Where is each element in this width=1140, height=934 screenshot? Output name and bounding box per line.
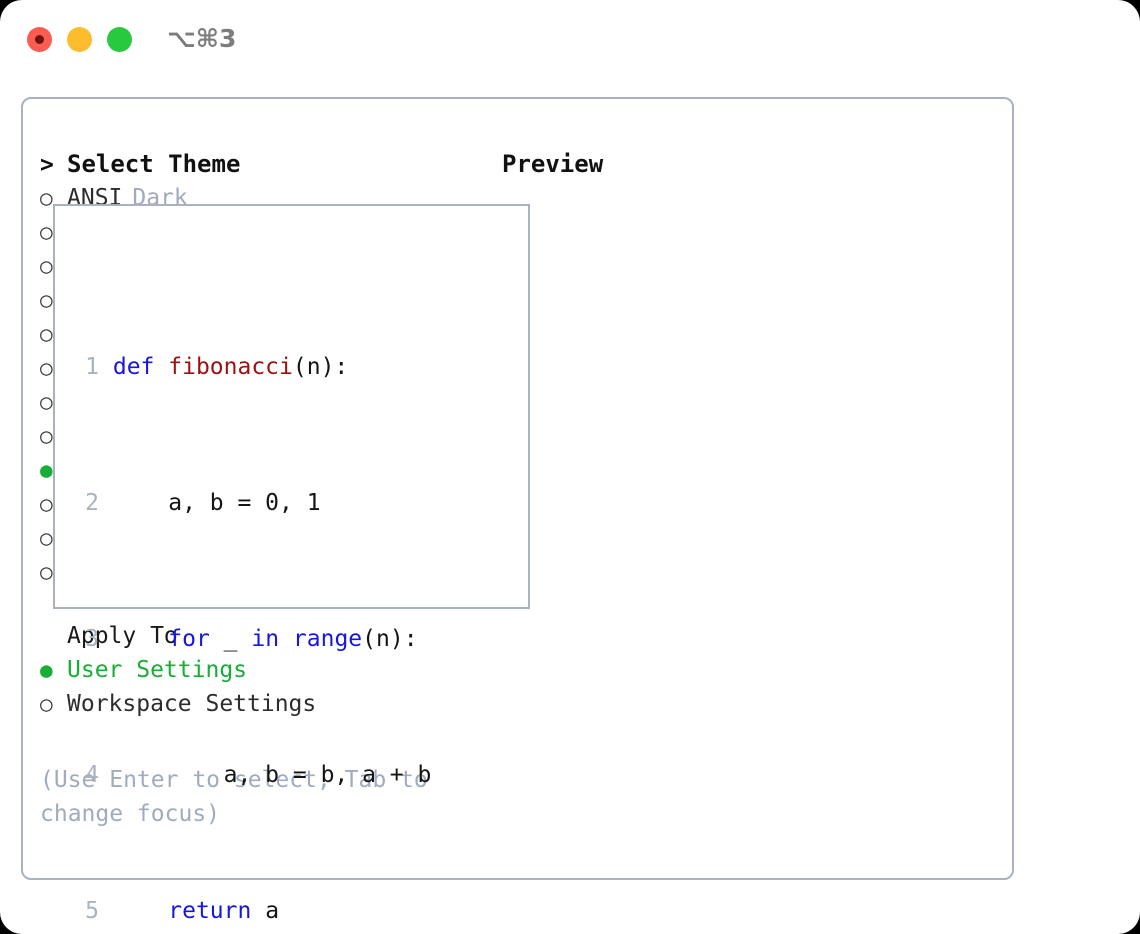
radio-unselected-icon: ○	[40, 220, 53, 244]
apply-to-option-label: Workspace Settings	[67, 691, 317, 717]
code-token	[113, 626, 168, 652]
radio-selected-icon: ●	[40, 658, 53, 682]
line-number: 3	[85, 626, 99, 652]
code-token	[279, 626, 293, 652]
radio-unselected-icon: ○	[40, 356, 53, 380]
apply-to-option-label: User Settings	[67, 657, 248, 683]
keyboard-hint-text: (Use Enter to select, Tab to change focu…	[40, 767, 428, 827]
code-line: 3 for _ in range(n):	[71, 622, 459, 656]
code-token: in	[251, 626, 280, 652]
code-token: a	[251, 898, 280, 924]
code-line: 2 a, b = 0, 1	[71, 486, 459, 520]
radio-unselected-icon: ○	[40, 186, 53, 210]
code-token	[113, 898, 168, 924]
select-theme-title: Select Theme	[67, 150, 241, 178]
code-token: (n):	[362, 626, 418, 652]
apply-to-option-selected[interactable]: ● User Settings	[40, 653, 470, 687]
radio-unselected-icon: ○	[40, 254, 53, 278]
code-token: range	[292, 626, 363, 652]
code-line: 1 def fibonacci(n):	[71, 350, 459, 384]
radio-selected-icon: ●	[40, 458, 53, 482]
code-token: (n):	[292, 354, 349, 380]
code-token: _	[209, 626, 252, 652]
close-button[interactable]	[27, 27, 52, 52]
code-line: 4 a, b = b, a + b	[71, 758, 459, 792]
line-number: 5	[85, 898, 99, 924]
keyboard-shortcut-label: ⌥⌘3	[167, 24, 237, 53]
preview-column: Preview	[502, 147, 997, 181]
radio-unselected-icon: ○	[40, 526, 53, 550]
radio-unselected-icon: ○	[40, 560, 53, 584]
close-icon	[35, 35, 44, 44]
apply-to-title: Apply To	[67, 623, 178, 649]
code-token: return	[168, 898, 252, 924]
radio-unselected-icon: ○	[40, 288, 53, 312]
apply-to-option[interactable]: ○ Workspace Settings	[40, 687, 470, 721]
code-token: fibonacci	[168, 354, 293, 380]
radio-unselected-icon: ○	[40, 424, 53, 448]
spacer-icon: ○	[40, 619, 67, 653]
code-token: a, b = b, a + b	[112, 762, 432, 788]
radio-unselected-icon: ○	[40, 492, 53, 516]
radio-unselected-icon: ○	[40, 692, 53, 716]
select-theme-header: > Select Theme	[40, 147, 470, 181]
code-token: def	[112, 354, 169, 380]
code-token: a, b = 0, 1	[112, 490, 321, 516]
preview-title: Preview	[502, 150, 604, 178]
maximize-button[interactable]	[107, 27, 132, 52]
line-number: 1	[85, 354, 99, 380]
caret-icon: >	[40, 152, 54, 178]
radio-unselected-icon: ○	[40, 390, 53, 414]
title-bar: ⌥⌘3	[0, 0, 1140, 78]
line-number: 4	[85, 762, 99, 788]
apply-to-header: ○Apply To	[40, 619, 470, 653]
code-token: for	[168, 626, 210, 652]
line-number: 2	[85, 490, 99, 516]
code-preview: 1 def fibonacci(n): 2 a, b = 0, 1 3 for …	[71, 248, 459, 934]
minimize-button[interactable]	[67, 27, 92, 52]
radio-unselected-icon: ○	[40, 322, 53, 346]
preview-box: 1 def fibonacci(n): 2 a, b = 0, 1 3 for …	[53, 204, 530, 924]
code-line: 5 return a	[71, 894, 459, 928]
